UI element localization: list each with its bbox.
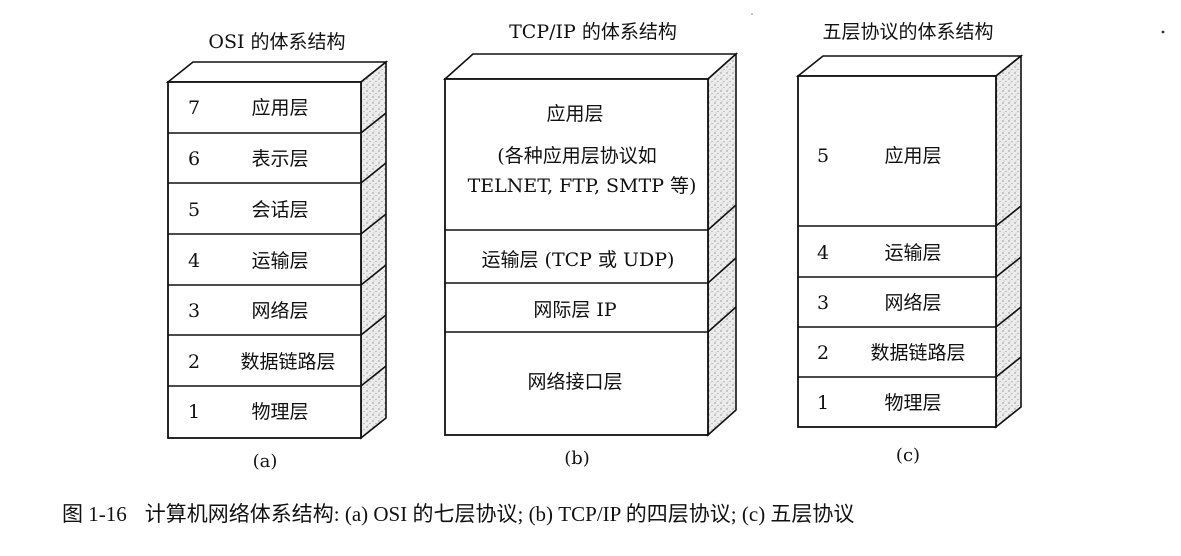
caption-text: 计算机网络体系结构: (a) OSI 的七层协议; (b) TCP/IP 的四层…: [144, 502, 855, 526]
tcpip-top-face: [442, 53, 739, 80]
tcpip-stack: TCP/IP 的体系结构 应用层 (各种应用层协议如 TELNET, FTP, …: [442, 21, 739, 469]
osi-layer-3-name: 网络层: [251, 300, 308, 322]
five-layer-3-number: 3: [817, 292, 829, 314]
tcpip-title: TCP/IP 的体系结构: [509, 21, 677, 43]
osi-layer-5-number: 5: [188, 199, 200, 221]
caption-number: 图 1-16: [62, 502, 127, 526]
five-layer-2-name: 数据链路层: [870, 342, 965, 364]
five-layer-2-number: 2: [817, 342, 829, 364]
osi-layer-4-number: 4: [188, 250, 200, 272]
osi-subfigure-label: (a): [253, 451, 278, 472]
five-layer-dividers: [798, 205, 1022, 378]
tcpip-subfigure-label: (b): [564, 448, 590, 469]
tcpip-application-desc-line1: (各种应用层协议如: [497, 145, 656, 167]
five-layer-1-name: 物理层: [884, 392, 941, 414]
five-front-face: [797, 75, 997, 428]
figure-caption: 图 1-16 计算机网络体系结构: (a) OSI 的七层协议; (b) TCP/…: [62, 498, 1162, 528]
tcpip-application-desc-line2: TELNET, FTP, SMTP 等): [468, 175, 697, 197]
osi-layer-6-number: 6: [188, 148, 200, 170]
five-layer-3-name: 网络层: [884, 292, 941, 314]
tcpip-internet-layer: 网际层 IP: [533, 299, 617, 321]
osi-layer-7-name: 应用层: [251, 97, 308, 119]
tcpip-network-interface-layer: 网络接口层: [527, 371, 622, 393]
tcpip-front-face: [444, 78, 709, 436]
osi-top-face: [165, 61, 389, 83]
osi-layer-2-number: 2: [188, 351, 200, 373]
five-layer-stack: 五层协议的体系结构 5 应用层 4 运输层 3 网络层 2 数据链路层 1 物理…: [795, 21, 1024, 466]
osi-layer-7-number: 7: [188, 97, 200, 119]
osi-stack: OSI 的体系结构 7 应用层 6 表示层 5 会话层 4 运输层 3 网络层 …: [165, 31, 389, 472]
scan-speck: [751, 13, 753, 15]
five-layer-5-number: 5: [817, 145, 829, 167]
five-layer-4-number: 4: [817, 242, 829, 264]
osi-layer-6-name: 表示层: [251, 148, 308, 170]
five-layer-4-name: 运输层: [884, 242, 941, 264]
five-title: 五层协议的体系结构: [822, 21, 993, 43]
osi-layer-3-number: 3: [188, 300, 200, 322]
five-top-face: [795, 55, 1024, 77]
five-side-face: [995, 54, 1022, 429]
tcpip-transport-layer: 运输层 (TCP 或 UDP): [482, 249, 675, 271]
scan-speck: [1161, 30, 1165, 34]
osi-layer-1-number: 1: [188, 401, 200, 423]
tcpip-side-face: [707, 52, 737, 437]
tcpip-layer-dividers: [445, 204, 737, 333]
osi-side-face: [360, 60, 387, 440]
osi-front-face: [167, 81, 362, 439]
osi-layer-4-name: 运输层: [251, 250, 308, 272]
osi-title: OSI 的体系结构: [208, 31, 345, 53]
five-layer-5-name: 应用层: [884, 145, 941, 167]
osi-layer-1-name: 物理层: [251, 401, 308, 423]
five-layer-1-number: 1: [817, 392, 829, 414]
osi-layer-dividers: [168, 112, 387, 387]
five-subfigure-label: (c): [896, 445, 920, 466]
osi-layer-2-name: 数据链路层: [240, 351, 335, 373]
tcpip-application-layer: 应用层: [546, 103, 603, 125]
osi-layer-5-name: 会话层: [251, 199, 308, 221]
